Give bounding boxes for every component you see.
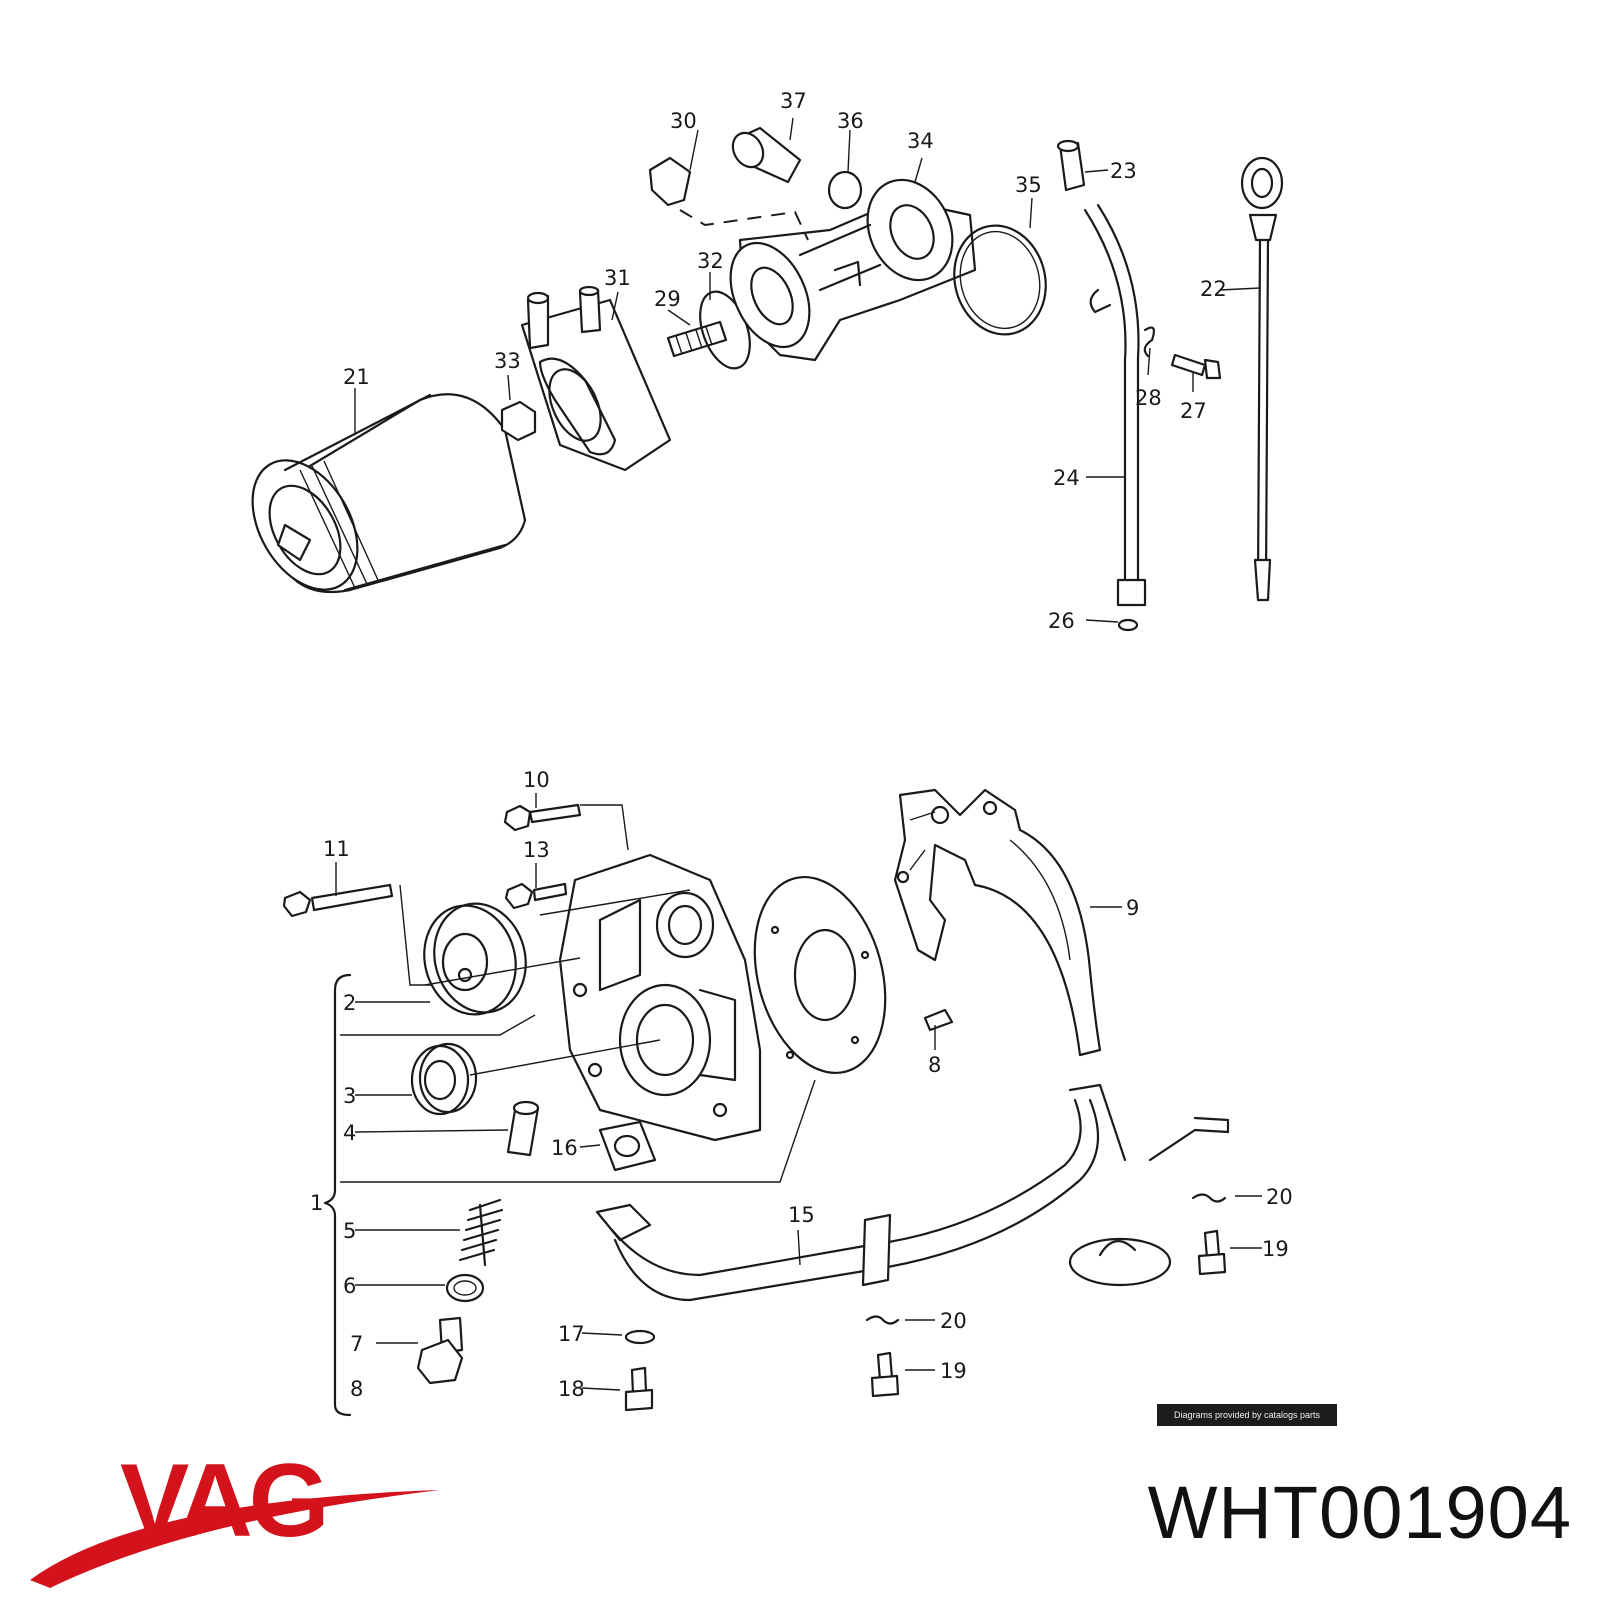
bolt-27 (1170, 353, 1222, 380)
screw-8-upper (923, 1008, 954, 1032)
filter-housing (729, 178, 977, 362)
callout-8-lower: 8 (350, 1377, 363, 1401)
dipstick-22 (1240, 156, 1284, 602)
callout-21: 21 (343, 365, 370, 389)
clip-28 (1143, 326, 1155, 358)
callout-9: 9 (1126, 896, 1139, 920)
callout-11: 11 (323, 837, 350, 861)
banjo-bolt-37 (731, 126, 802, 184)
cover-plate (753, 875, 887, 1075)
callout-19-lower: 19 (940, 1359, 967, 1383)
guide-tube-24 (1083, 203, 1147, 607)
callout-6: 6 (343, 1274, 356, 1298)
clip-20-upper (1191, 1193, 1227, 1203)
bolt-11 (282, 883, 394, 918)
bolt-19-lower (870, 1351, 900, 1398)
bolt-10 (503, 803, 582, 832)
callout-16: 16 (551, 1136, 578, 1160)
oil-filter (251, 393, 527, 594)
callout-32: 32 (697, 249, 724, 273)
callout-20-lower: 20 (940, 1309, 967, 1333)
seal-3 (410, 1042, 478, 1116)
callout-10: 10 (523, 768, 550, 792)
vag-logo: VAG (120, 1443, 330, 1559)
bolt-19-upper (1197, 1229, 1227, 1276)
callout-18: 18 (558, 1377, 585, 1401)
o-ring-36 (827, 170, 863, 210)
callout-19-upper: 19 (1262, 1237, 1289, 1261)
callout-numbers: 30 37 36 34 23 35 22 31 32 29 33 21 28 2… (310, 89, 1293, 1401)
bolt-18 (624, 1366, 654, 1412)
callout-8-upper: 8 (928, 1053, 941, 1077)
strainer-15 (595, 1083, 1230, 1302)
callout-17: 17 (558, 1322, 585, 1346)
diagram-credit: Diagrams provided by catalogs parts (1157, 1404, 1337, 1426)
callout-26: 26 (1048, 609, 1075, 633)
callout-27: 27 (1180, 399, 1207, 423)
nut (500, 400, 537, 442)
callout-29: 29 (654, 287, 681, 311)
o-ring-26 (1117, 618, 1139, 632)
oil-cooler (520, 285, 672, 472)
callout-24: 24 (1053, 466, 1080, 490)
callout-1: 1 (310, 1191, 323, 1215)
callout-37: 37 (780, 89, 807, 113)
callout-35: 35 (1015, 173, 1042, 197)
washer-17 (624, 1329, 656, 1345)
callout-3: 3 (343, 1084, 356, 1108)
vag-logo-swoosh (30, 1490, 440, 1588)
callout-15: 15 (788, 1203, 815, 1227)
gasket-16 (598, 1120, 657, 1172)
callout-4: 4 (343, 1121, 356, 1145)
callout-7: 7 (350, 1332, 363, 1356)
callout-31: 31 (604, 266, 631, 290)
o-ring-35 (953, 224, 1047, 336)
callout-28: 28 (1135, 386, 1162, 410)
leader-lines (335, 117, 1262, 1391)
threaded-stud (666, 320, 728, 358)
cap-23 (1056, 139, 1086, 192)
callout-20-upper: 20 (1266, 1185, 1293, 1209)
callout-2: 2 (343, 991, 356, 1015)
clip-20-lower (865, 1315, 900, 1325)
gasket-9 (893, 788, 1102, 1057)
spring-5 (458, 1198, 504, 1267)
callout-30: 30 (670, 109, 697, 133)
callout-34: 34 (907, 129, 934, 153)
callout-13: 13 (523, 838, 550, 862)
callout-22: 22 (1200, 277, 1227, 301)
part-number: WHT001904 (1147, 1471, 1572, 1554)
bolt-13 (504, 882, 568, 910)
pin-4 (506, 1100, 540, 1157)
plug-30 (648, 156, 692, 207)
washer-6 (445, 1273, 485, 1303)
callout-23: 23 (1110, 159, 1137, 183)
callout-36: 36 (837, 109, 864, 133)
plug-7 (416, 1316, 464, 1385)
oil-pump-gear-2 (423, 902, 527, 1016)
callout-33: 33 (494, 349, 521, 373)
callout-5: 5 (343, 1219, 356, 1243)
pump-housing (558, 853, 762, 1142)
